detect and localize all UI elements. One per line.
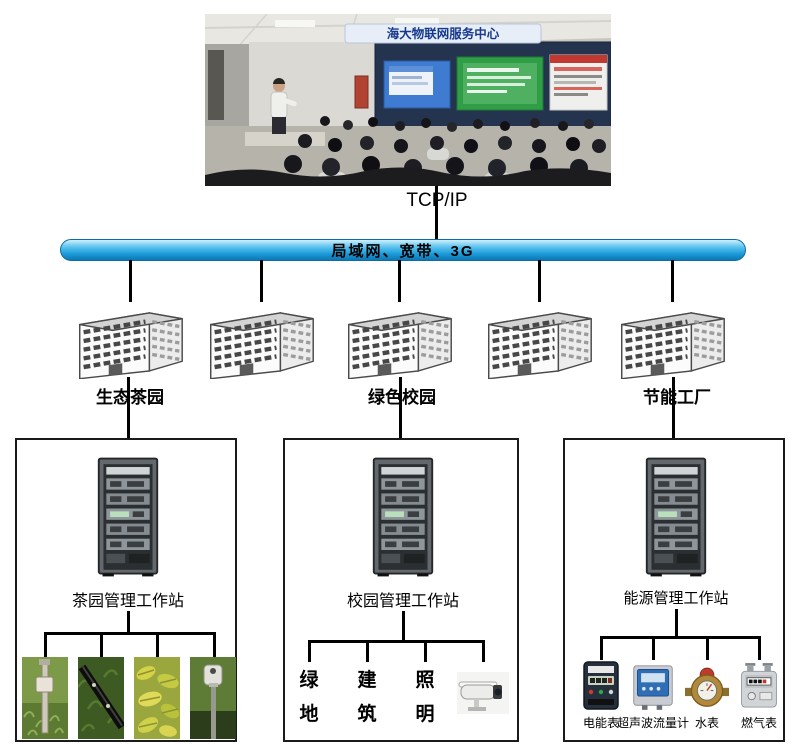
workstation-label-campus: 校园管理工作站 xyxy=(346,593,459,610)
connector-line xyxy=(758,636,761,660)
connector-line xyxy=(213,632,216,658)
irrigation-pipe-photo xyxy=(78,657,124,739)
photo-banner-text: 海大物联网服务中心 xyxy=(387,26,500,41)
building-icon xyxy=(341,301,457,379)
meter-label-electric: 电能表 xyxy=(582,716,619,730)
campus-item-lighting: 照明 xyxy=(415,670,435,725)
connector-line xyxy=(44,632,216,635)
bus-drop-line xyxy=(260,260,263,302)
connector-line xyxy=(308,640,311,662)
site-label-factory: 节能工厂 xyxy=(643,388,711,407)
workstation-label-energy: 能源管理工作站 xyxy=(623,590,729,607)
site-label-green-campus: 绿色校园 xyxy=(368,388,436,407)
connector-line xyxy=(424,640,427,662)
building-icon xyxy=(614,301,730,379)
campus-item-greenspace: 绿地 xyxy=(299,670,319,725)
field-sensor-photo xyxy=(22,657,68,739)
water-meter-icon xyxy=(685,667,729,707)
network-bus-label: 局域网、宽带、3G xyxy=(331,242,475,260)
server-rack-icon xyxy=(97,457,159,578)
server-rack-icon xyxy=(372,457,434,578)
connector-line xyxy=(127,377,130,455)
gas-meter-icon xyxy=(741,663,777,708)
connector-line xyxy=(127,611,130,634)
building-icon xyxy=(481,301,597,379)
campus-item-building: 建筑 xyxy=(357,670,377,725)
meter-label-gas: 燃气表 xyxy=(740,716,777,730)
connector-line xyxy=(156,632,159,658)
energy-workstation-box: 能源管理工作站 xyxy=(563,438,785,742)
connector-line xyxy=(44,632,47,658)
building-icon xyxy=(203,301,319,379)
connector-line xyxy=(402,611,405,642)
field-sprinkler-photo xyxy=(190,657,236,739)
ptz-camera-photo xyxy=(457,672,509,714)
connector-line xyxy=(706,636,709,660)
connector-line xyxy=(600,636,603,660)
bus-drop-line xyxy=(398,260,401,302)
conference-room-photo: 海大物联网服务中心 xyxy=(205,14,611,186)
campus-workstation-box: 校园管理工作站 绿地 建筑 照明 xyxy=(283,438,519,742)
connector-line xyxy=(366,640,369,662)
electric-meter-icon xyxy=(583,661,619,710)
workstation-label-tea: 茶园管理工作站 xyxy=(71,593,184,610)
connector-line xyxy=(482,640,485,662)
connector-line xyxy=(672,377,675,455)
network-bus: 局域网、宽带、3G xyxy=(60,239,746,261)
server-rack-icon xyxy=(645,457,707,578)
meter-label-water: 水表 xyxy=(694,716,719,730)
building-icon xyxy=(72,301,188,379)
connector-photo-to-bus xyxy=(435,186,438,239)
connector-line xyxy=(308,640,484,643)
bus-drop-line xyxy=(538,260,541,302)
bus-drop-line xyxy=(671,260,674,302)
connector-line xyxy=(652,636,655,660)
connector-line xyxy=(399,377,402,455)
tea-garden-workstation-box: 茶园管理工作站 xyxy=(15,438,237,742)
meter-label-flowmeter: 超声波流量计 xyxy=(616,716,689,730)
connector-line xyxy=(675,609,678,639)
connector-line xyxy=(100,632,103,658)
connector-line xyxy=(600,636,760,639)
tea-leaves-photo xyxy=(134,657,180,739)
bus-drop-line xyxy=(129,260,132,302)
ultrasonic-flowmeter-icon xyxy=(633,665,673,710)
site-label-tea-garden: 生态茶园 xyxy=(96,388,164,407)
